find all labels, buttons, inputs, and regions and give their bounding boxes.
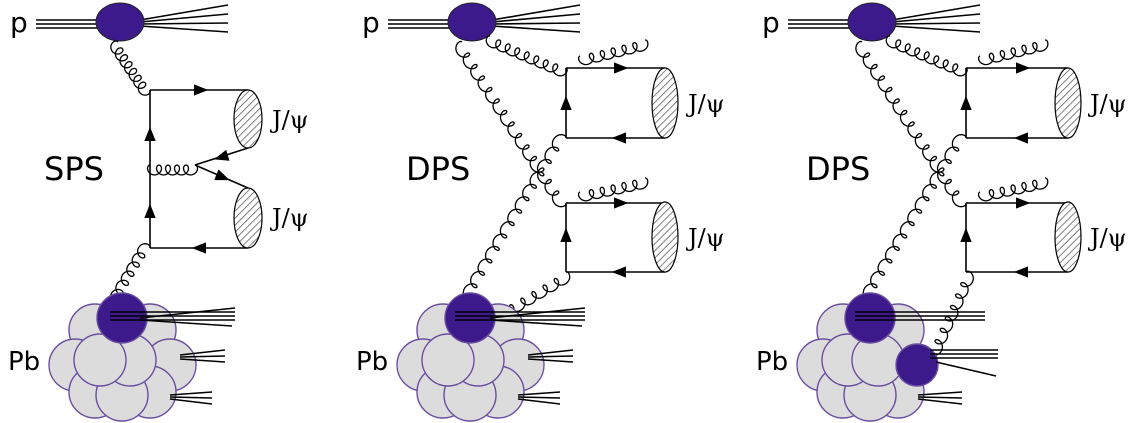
gluon-exchange (146, 164, 199, 176)
projectile-label: p (762, 6, 780, 39)
proton-beam-lines (36, 4, 229, 33)
nucleus-jets (110, 307, 236, 405)
target-label: Pb (356, 347, 388, 377)
gluon-cross-1 (855, 40, 967, 208)
quark-loop-upper (960, 62, 1068, 144)
jpsi-label-upper: J/ψ (269, 106, 309, 134)
gluon-upper-1 (485, 35, 568, 77)
nucleus-jets (455, 307, 586, 405)
active-nucleon-2 (895, 343, 939, 387)
quark-loop (144, 84, 249, 254)
jpsi-label-upper: J/ψ (685, 90, 725, 118)
jpsi-blob-upper (651, 67, 679, 139)
projectile-label: p (362, 6, 380, 39)
lead-nucleus (796, 292, 939, 422)
jpsi-blob-upper (233, 89, 263, 149)
proton-blob (847, 2, 897, 42)
gluon-upper-1 (885, 35, 968, 77)
proton-beam-lines (388, 4, 581, 33)
jpsi-blob-lower (651, 201, 679, 273)
process-label-dps: DPS (406, 150, 470, 188)
jpsi-blob-upper (1054, 67, 1082, 139)
jpsi-label-lower: J/ψ (685, 224, 725, 252)
jpsi-blob-lower (1054, 201, 1082, 273)
process-label-dps: DPS (806, 150, 870, 188)
gluon-cross-2 (855, 134, 967, 314)
gluon-upper (110, 40, 151, 96)
proton-blob (447, 2, 497, 42)
gluon-radiated-2 (577, 177, 649, 202)
jpsi-label-lower: J/ψ (269, 204, 309, 232)
quark-loop-lower (560, 197, 665, 278)
projectile-label: p (10, 6, 28, 39)
gluon-cross-1 (455, 40, 567, 208)
jpsi-label-lower: J/ψ (1087, 224, 1127, 252)
gluon-lower (929, 270, 974, 356)
active-nucleon (96, 292, 148, 344)
proton-beam-lines (788, 4, 981, 33)
jpsi-label-upper: J/ψ (1087, 90, 1127, 118)
gluon-cross-2 (455, 134, 567, 314)
jpsi-blob-lower (233, 187, 263, 249)
target-label: Pb (8, 347, 40, 377)
gluon-radiated-1 (577, 39, 649, 66)
process-label-sps: SPS (44, 150, 104, 188)
nucleus-jets (855, 311, 998, 405)
lead-nucleus (396, 292, 545, 422)
gluon-radiated-2 (977, 177, 1049, 202)
quark-loop-upper (560, 62, 665, 144)
target-label: Pb (756, 347, 788, 377)
lead-nucleus (48, 292, 197, 422)
active-nucleon-1 (844, 292, 896, 344)
quark-loop-lower (960, 197, 1068, 278)
panel-dps-1: p (356, 2, 725, 422)
gluon-radiated-1 (977, 39, 1049, 66)
active-nucleon (444, 292, 496, 344)
proton-blob (95, 2, 145, 42)
panel-dps-2: p (756, 2, 1127, 422)
panel-sps: p J/ψ J/ψ (8, 2, 309, 422)
